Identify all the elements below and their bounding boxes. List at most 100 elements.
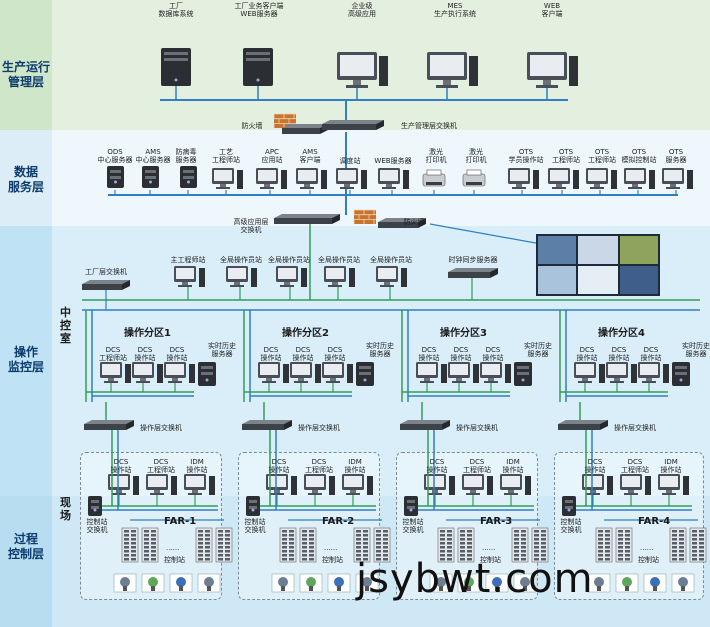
zone-4-history-server-icon xyxy=(672,362,690,386)
control-room-label: 中控室 xyxy=(60,306,71,345)
label-firewall-mid: 防火墙 xyxy=(403,218,425,226)
zone-1-history-server-icon xyxy=(198,362,216,386)
zone-1-field-label-b: DCS 工程师站 xyxy=(147,458,175,474)
zone-1-switch-label: 操作层交换机 xyxy=(140,424,182,432)
zone-3-ctrl-switch-icon xyxy=(404,496,418,516)
zone-4-switch-label: 操作层交换机 xyxy=(614,424,656,432)
label-ots-server: OTS 服务器 xyxy=(665,148,687,164)
zone-4-instrument-icon-3 xyxy=(643,573,667,593)
zone-2-field-station-icon-3 xyxy=(342,474,373,495)
zone-1-field-station-icon-1 xyxy=(108,474,139,495)
zone-2-cabinet-icon-1 xyxy=(279,527,297,563)
zone-3-history-label: 实时历史 服务器 xyxy=(524,342,552,358)
zone-1-instrument-icon-3 xyxy=(169,573,193,593)
zone-1-cabinet-icon-3 xyxy=(195,527,213,563)
zone-4-title: 操作分区4 xyxy=(598,328,645,339)
zone-4-op-switch-icon xyxy=(558,420,608,430)
zone-1-station-icon-1 xyxy=(100,362,131,383)
scada-screen-panel xyxy=(536,234,660,296)
zone-4-dots: ...... xyxy=(640,544,654,552)
data-workstation-icon-11 xyxy=(508,168,539,189)
zone-1-title: 操作分区1 xyxy=(124,328,171,339)
label-ams: AMS 中心服务器 xyxy=(135,148,171,164)
zone-2-instrument-icon-4 xyxy=(355,573,379,593)
label-global-op-3: 全局操作员站 xyxy=(318,256,360,264)
zone-1-cabinet-icon-1 xyxy=(121,527,139,563)
zone-2-cabinet-icon-2 xyxy=(299,527,317,563)
zone-3-label-b: DCS 操作站 xyxy=(450,346,472,362)
zone-3-history-server-icon xyxy=(514,362,532,386)
zone-3-cabinet-icon-1 xyxy=(437,527,455,563)
zone-4-ctrl-switch-label: 控制站 交换机 xyxy=(560,518,582,534)
label-web-server: WEB服务器 xyxy=(374,157,412,165)
zone-4-cabinet-icon-3 xyxy=(669,527,687,563)
zone-2-title: 操作分区2 xyxy=(282,328,329,339)
zone-4-far-label: FAR-4 xyxy=(638,516,671,527)
zone-3-station-icon-3 xyxy=(480,362,511,383)
zone-1-far-label: FAR-1 xyxy=(164,516,197,527)
zone-2-station-icon-3 xyxy=(322,362,353,383)
zone-3-instrument-icon-4 xyxy=(513,573,537,593)
label-firewall-top: 防火墙 xyxy=(241,122,263,130)
zone-3-field-station-icon-2 xyxy=(462,474,493,495)
zone-4-station-icon-1 xyxy=(574,362,605,383)
global-op-icon-2 xyxy=(276,266,307,287)
label-laser-1: 激光 打印机 xyxy=(425,148,447,164)
data-workstation-icon-8 xyxy=(378,168,409,189)
time-sync-icon xyxy=(448,268,498,278)
zone-3-field-label-a: DCS 操作站 xyxy=(426,458,448,474)
zone-4-cabinet-icon-4 xyxy=(689,527,707,563)
zone-3-title: 操作分区3 xyxy=(440,328,487,339)
zone-1-field-label-a: DCS 操作站 xyxy=(110,458,132,474)
watermark: jsybwt.com xyxy=(356,556,594,602)
zone-2-label-c: DCS 操作站 xyxy=(324,346,346,362)
zone-3-station-icon-1 xyxy=(416,362,447,383)
zone-1-label-b: DCS 操作站 xyxy=(134,346,156,362)
zone-3-op-switch-icon xyxy=(400,420,450,430)
label-ots-eng: OTS 工程师站 xyxy=(552,148,580,164)
laser-printer-icon-9 xyxy=(422,169,446,187)
prod-switch-icon xyxy=(322,120,384,130)
zone-4-label-b: DCS 操作站 xyxy=(608,346,630,362)
zone-4-ctrl-station-label: 控制站 xyxy=(638,556,659,564)
zone-1-instrument-icon-1 xyxy=(113,573,137,593)
label-adv-switch: 高级应用层 交换机 xyxy=(233,218,269,234)
zone-3-cabinet-icon-2 xyxy=(457,527,475,563)
side-column-data xyxy=(0,130,52,226)
zone-4-station-icon-3 xyxy=(638,362,669,383)
zone-2-station-icon-2 xyxy=(290,362,321,383)
data-workstation-icon-15 xyxy=(662,168,693,189)
zone-4-cabinet-icon-1 xyxy=(595,527,613,563)
zone-1-op-switch-icon xyxy=(84,420,134,430)
zone-2-ctrl-switch-label: 控制站 交换机 xyxy=(244,518,266,534)
label-ams-client: AMS 客户端 xyxy=(299,148,321,164)
zone-4-label-a: DCS 操作站 xyxy=(576,346,598,362)
label-ots-sim: OTS 模拟控制站 xyxy=(621,148,657,164)
factory-switch-icon xyxy=(82,280,130,290)
firewall-mid-icon xyxy=(353,209,376,225)
main-eng-icon xyxy=(174,266,205,287)
zone-3-label-c: DCS 操作站 xyxy=(482,346,504,362)
zone-2-history-server-icon xyxy=(356,362,374,386)
zone-3-far-label: FAR-3 xyxy=(480,516,513,527)
zone-3-label-a: DCS 操作站 xyxy=(418,346,440,362)
laser-printer-icon-10 xyxy=(462,169,486,187)
data-workstation-icon-7 xyxy=(336,168,367,189)
zone-3-field-station-icon-1 xyxy=(424,474,455,495)
label-time-sync: 时钟同步服务器 xyxy=(448,256,498,264)
data-workstation-icon-6 xyxy=(296,168,327,189)
firewall-mid-switch-icon xyxy=(378,218,426,228)
zone-1-instrument-icon-4 xyxy=(197,573,221,593)
zone-1-history-label: 实时历史 服务器 xyxy=(208,342,236,358)
zone-2-far-label: FAR-2 xyxy=(322,516,355,527)
zone-4-field-label-a: DCS 操作站 xyxy=(584,458,606,474)
zone-2-label-a: DCS 操作站 xyxy=(260,346,282,362)
label-web-client: WEB 客户端 xyxy=(541,2,563,18)
enterprise-app-icon xyxy=(337,52,388,88)
zone-4-instrument-icon-4 xyxy=(671,573,695,593)
zone-1-station-icon-3 xyxy=(164,362,195,383)
label-global-op-2: 全局操作员站 xyxy=(268,256,310,264)
zone-1-cabinet-icon-2 xyxy=(141,527,159,563)
zone-2-field-station-icon-1 xyxy=(266,474,297,495)
zone-4-field-label-c: IDM 操作站 xyxy=(660,458,682,474)
